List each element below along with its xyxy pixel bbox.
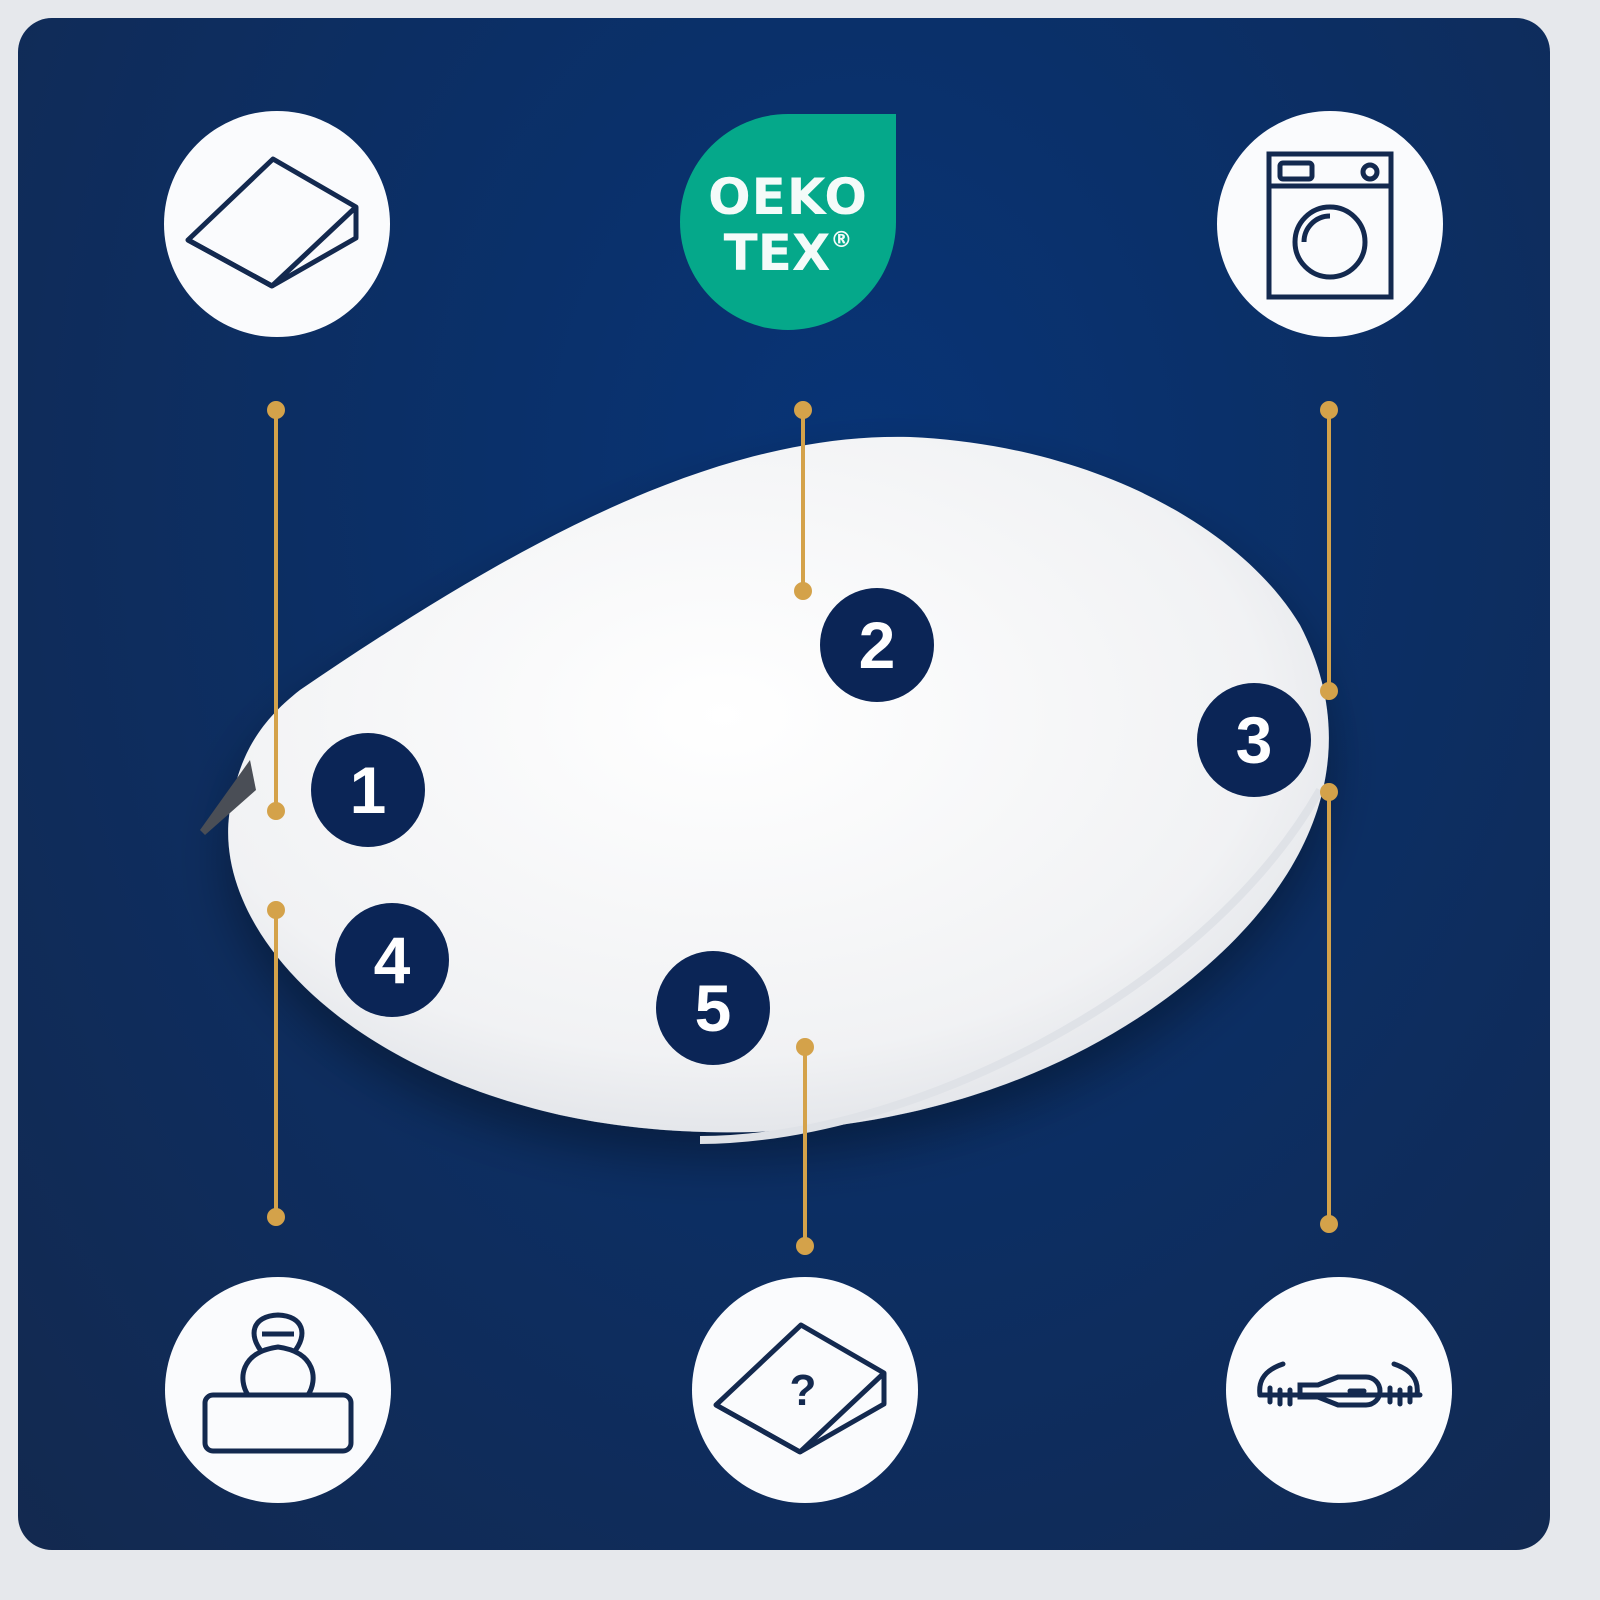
oeko-tex-logo: OEKO TEX®	[680, 114, 896, 330]
registered-mark: ®	[830, 228, 853, 253]
number-badge-4: 4	[335, 903, 449, 1017]
number-badge-2: 2	[820, 588, 934, 702]
oeko-text: OEKO	[708, 168, 868, 226]
callout-lines	[267, 401, 1338, 1255]
washing-machine-icon	[1217, 111, 1443, 337]
number-badge-3: 3	[1197, 683, 1311, 797]
tex-text: TEX®	[680, 224, 896, 282]
zipper-icon	[1226, 1277, 1452, 1503]
svg-text:?: ?	[790, 1366, 817, 1415]
number-badge-5: 5	[656, 951, 770, 1065]
number-badge-1: 1	[311, 733, 425, 847]
tex-word: TEX	[723, 224, 831, 282]
kettlebell-on-foam-icon	[165, 1277, 391, 1503]
pillow-image	[200, 436, 1329, 1144]
wedge-icon	[164, 111, 390, 337]
pillow-tag	[200, 760, 256, 835]
wedge-question-icon: ?	[692, 1277, 918, 1503]
